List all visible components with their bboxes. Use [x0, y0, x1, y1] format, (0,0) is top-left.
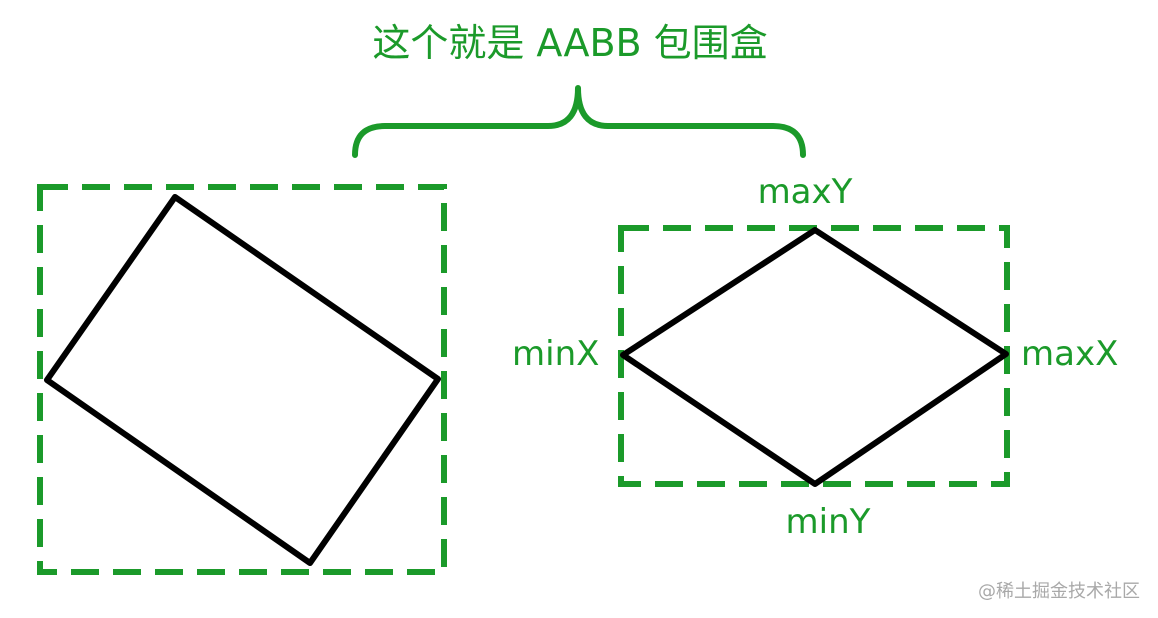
watermark-text: @稀土掘金技术社区 [978, 581, 1140, 602]
min-y-label: minY [786, 502, 871, 542]
right-aabb-box [618, 225, 1010, 487]
left-aabb-box [37, 184, 447, 575]
max-y-label: maxY [758, 172, 853, 212]
diagram-title: 这个就是 AABB 包围盒 [372, 21, 767, 65]
diamond-shape [620, 227, 1009, 487]
min-x-label: minX [512, 334, 599, 374]
curly-brace [352, 85, 806, 158]
max-x-label: maxX [1021, 334, 1118, 374]
rotated-rectangle [44, 194, 441, 566]
